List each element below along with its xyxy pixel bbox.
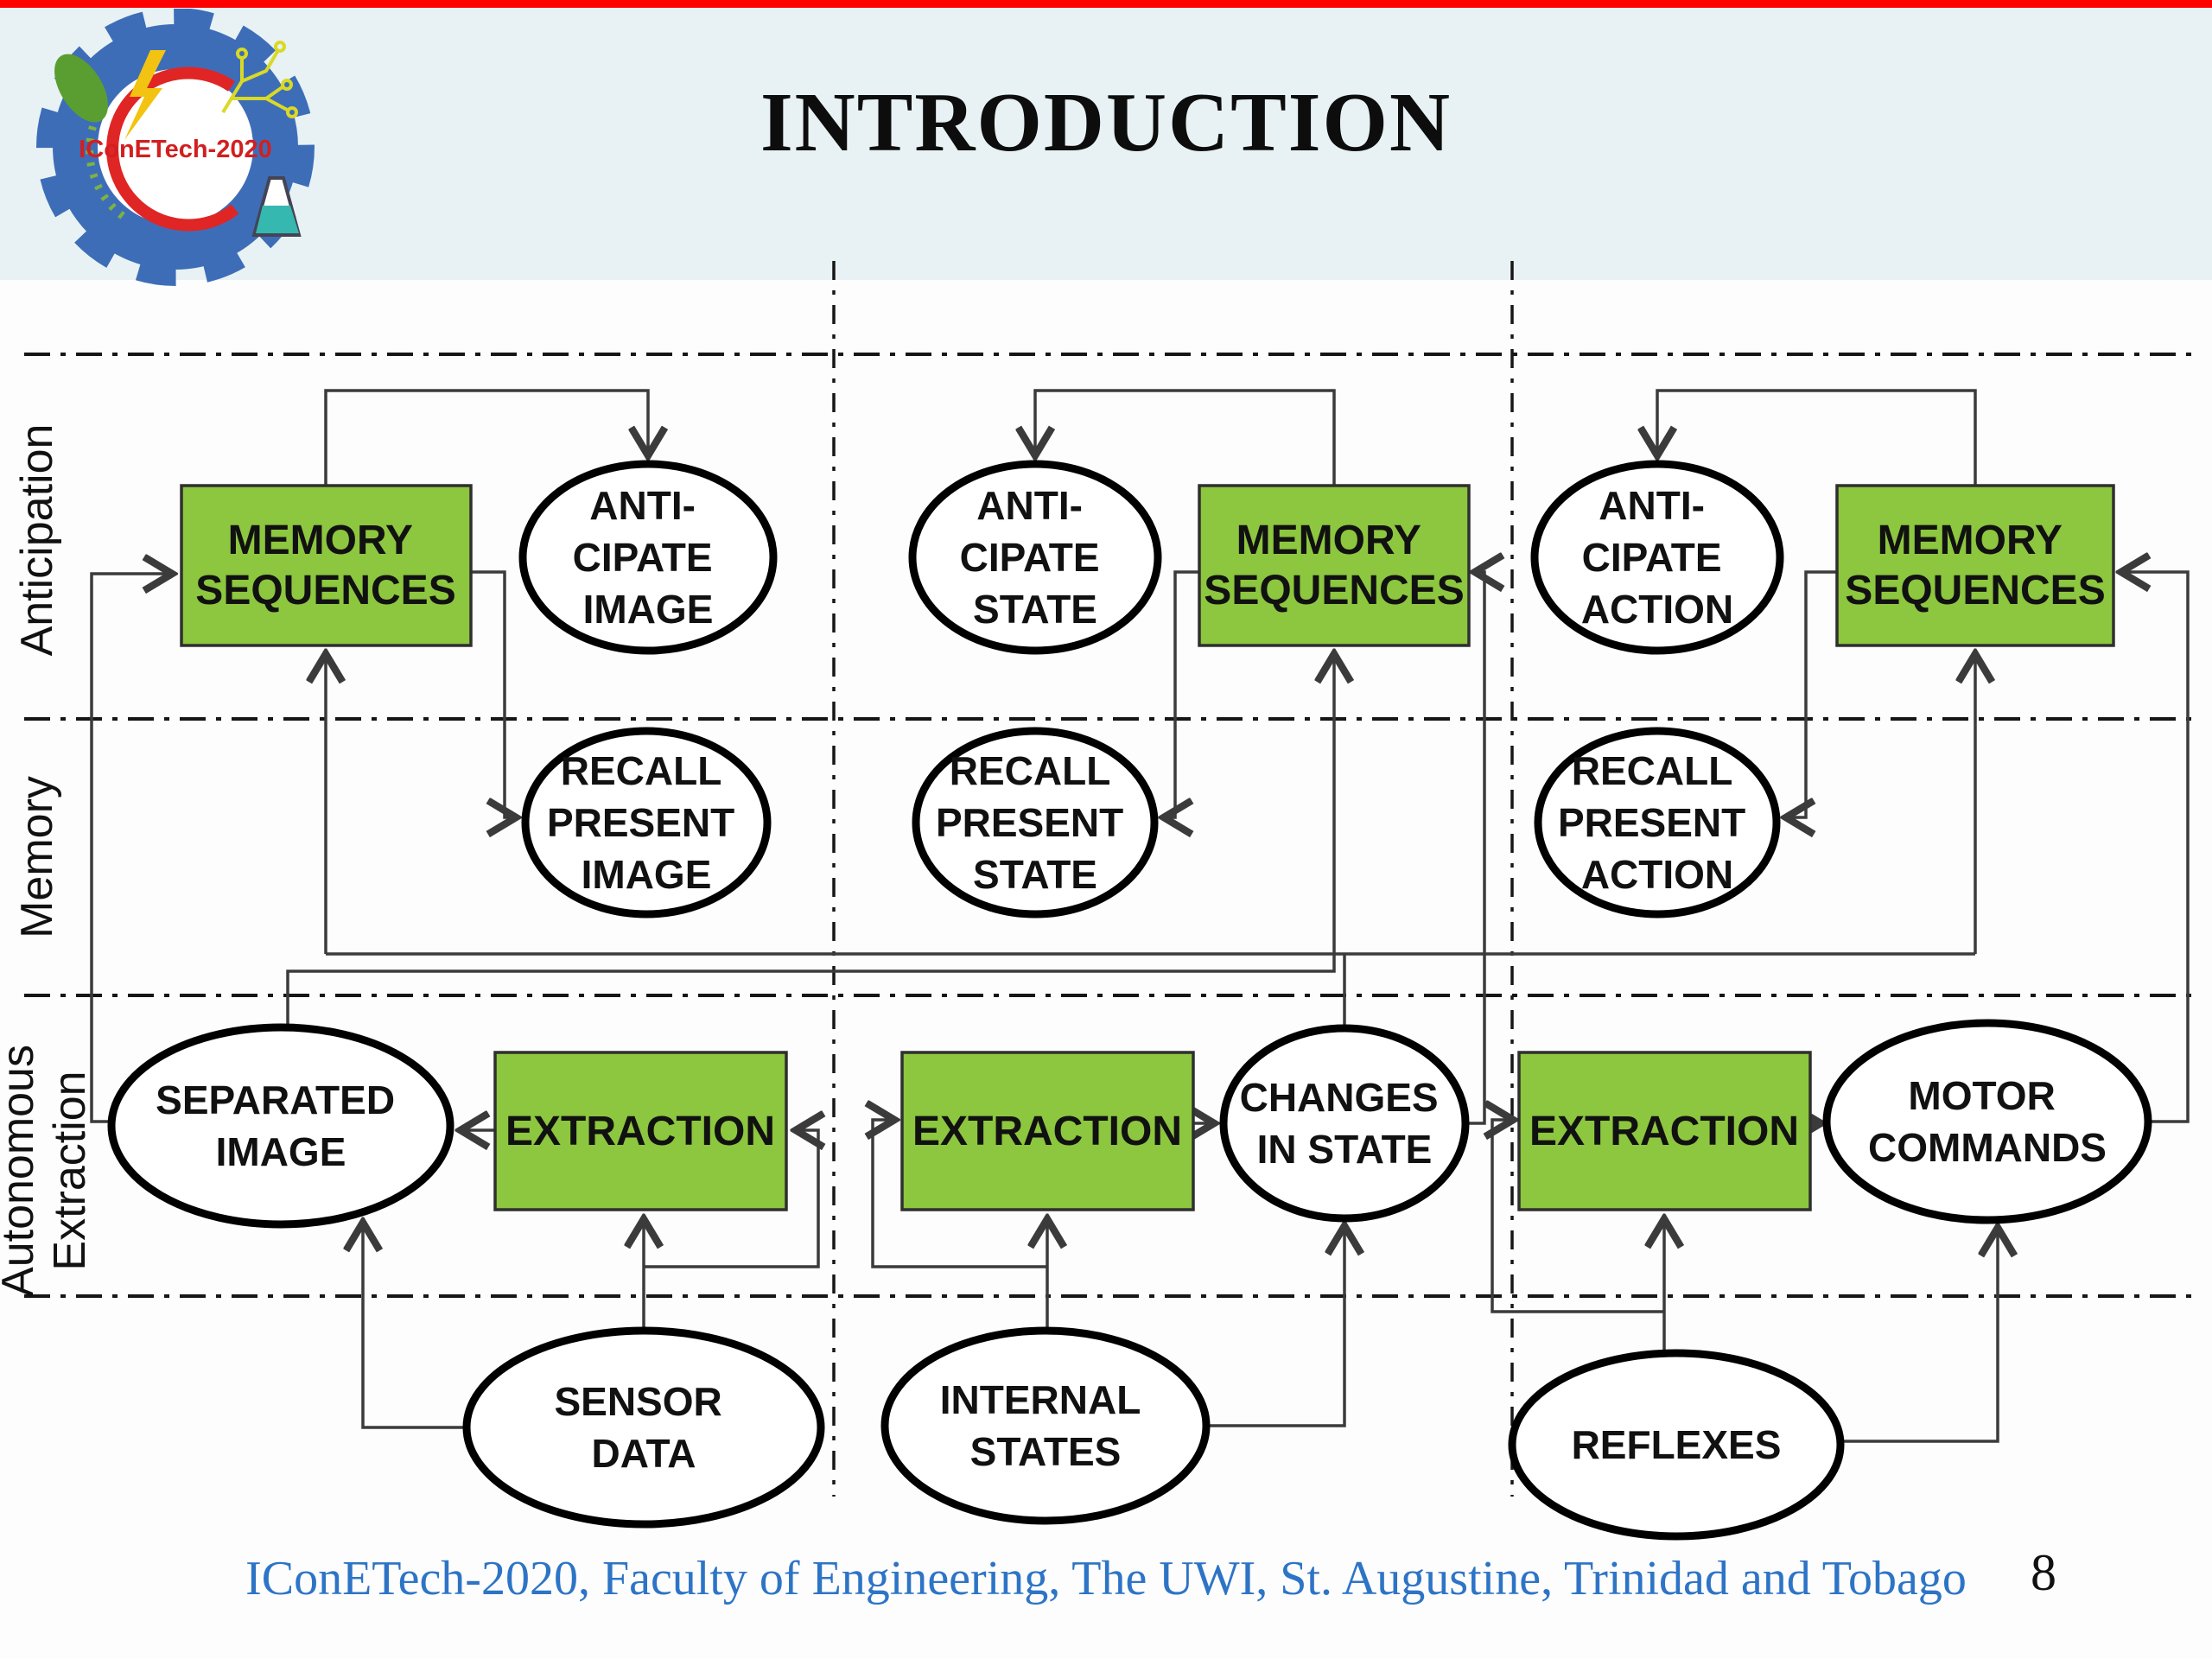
svg-text:REFLEXES: REFLEXES [1572,1422,1782,1467]
leaf-icon [54,54,108,123]
svg-text:SENSOR DATA: SENSOR DATA [554,1379,733,1476]
red-arc [106,67,239,232]
row-label-anticipation: Anticipation [12,424,62,657]
svg-text:RECALL PRESENT: RECALL PRESENT ACTION [1558,748,1757,897]
top-red-bar [0,0,2212,8]
arrow-internal-to-changes [1206,1229,1344,1427]
svg-text:INTERNAL STATES: INTERNAL STATES [940,1377,1152,1474]
footer-text: IConETech-2020, Faculty of Engineering, … [245,1552,1967,1605]
svg-text:MEMORY SEQUENCES: MEMORY SEQUENCES [195,518,455,613]
svg-text:EXTRACTION: EXTRACTION [912,1109,1182,1154]
svg-text:MEMORY SEQUENCES: MEMORY SEQUENCES [1845,518,2105,613]
arrow-mem2-to-anticipate-state [1035,389,1336,486]
conference-logo: IConETech-2020 [36,9,315,286]
node-internal-states: INTERNAL STATES [880,1326,1211,1525]
page-number: 8 [2031,1544,2056,1601]
node-memory-sequences-2: MEMORY SEQUENCES [1198,484,1471,647]
gear-ring [53,24,298,270]
flask-icon [251,176,302,237]
gear-center [98,69,253,225]
arrow-reflexes-to-extraction3-left [1492,1120,1664,1313]
lightning-icon [124,50,166,140]
svg-text:MEMORY SEQUENCES: MEMORY SEQUENCES [1204,518,1464,613]
svg-text:RECALL PRESENT: RECALL PRESENT STATE [936,748,1135,897]
header-band [0,8,2212,280]
svg-text:RECALL PRESENT: RECALL PRESENT IMAGE [547,748,746,897]
gear-icon [36,9,315,286]
arrow-separated-image-to-mem2-bottom [286,657,1334,1027]
svg-text:ANTI- CIPATE S: ANTI- CIPATE STATE [960,483,1111,632]
arrow-internal-to-extraction2-left [873,1120,1047,1268]
arrow-mem1-to-recall-image [471,570,513,817]
svg-text:EXTRACTION: EXTRACTION [1529,1109,1799,1154]
node-extraction-1: EXTRACTION [493,1051,788,1211]
node-extraction-3: EXTRACTION [1517,1051,1812,1211]
slide-title: INTRODUCTION [760,76,1452,168]
row-label-memory: Memory [12,776,62,938]
arrow-motor-to-mem3-right [2124,572,2190,1123]
node-extraction-2: EXTRACTION [900,1051,1195,1211]
circuit-icon [221,41,298,118]
logo-text: IConETech-2020 [79,136,271,163]
arrow-mem1-to-anticipate-image [324,389,648,486]
node-sensor-data: SENSOR DATA [462,1326,825,1529]
node-anticipate-image: ANTI- CIPATE IMAGE [518,460,778,655]
node-recall-present-action: RECALL PRESENT ACTION [1534,727,1781,918]
arrow-changes-to-mem2-right [1465,572,1484,1125]
svg-text:ANTI- CIPATE I: ANTI- CIPATE IMAGE [573,483,724,632]
node-motor-commands: MOTOR COMMANDS [1822,1019,2152,1224]
node-anticipate-state: ANTI- CIPATE STATE [908,460,1162,655]
arrow-mem3-to-recall-action [1789,570,1837,817]
green-dotted-arc [86,110,125,219]
node-recall-present-image: RECALL PRESENT IMAGE [521,727,772,918]
svg-text:ANTI- CIPATE A: ANTI- CIPATE ACTION [1581,483,1733,632]
svg-text:EXTRACTION: EXTRACTION [505,1109,775,1154]
svg-text:CHANGES IN STATE: CHANGES IN STATE [1240,1075,1450,1172]
node-anticipate-action: ANTI- CIPATE ACTION [1530,460,1784,655]
node-separated-image: SEPARATED IMAGE [107,1023,454,1229]
arrow-mem3-to-anticipate-action [1657,389,1977,486]
svg-text:SEPARATED IMAGE: SEPARATED IMAGE [156,1077,406,1174]
arrow-mem2-to-recall-state [1166,570,1199,817]
node-changes-in-state: CHANGES IN STATE [1219,1024,1470,1223]
node-recall-present-state: RECALL PRESENT STATE [912,727,1159,918]
row-label-autonomous: Autonomous [0,1045,43,1297]
svg-text:MOTOR COMMANDS: MOTOR COMMANDS [1868,1073,2107,1170]
row-label-extraction: Extraction [45,1071,95,1270]
arrow-sensor-to-extraction1-right [644,1130,818,1268]
node-memory-sequences-1: MEMORY SEQUENCES [180,484,473,647]
arrow-separated-image-to-mem1 [90,574,169,1123]
node-memory-sequences-3: MEMORY SEQUENCES [1835,484,2115,647]
arrow-reflexes-to-motor [1840,1230,1998,1443]
node-reflexes: REFLEXES [1508,1349,1845,1541]
arrow-sensor-to-separated-image [363,1225,467,1429]
